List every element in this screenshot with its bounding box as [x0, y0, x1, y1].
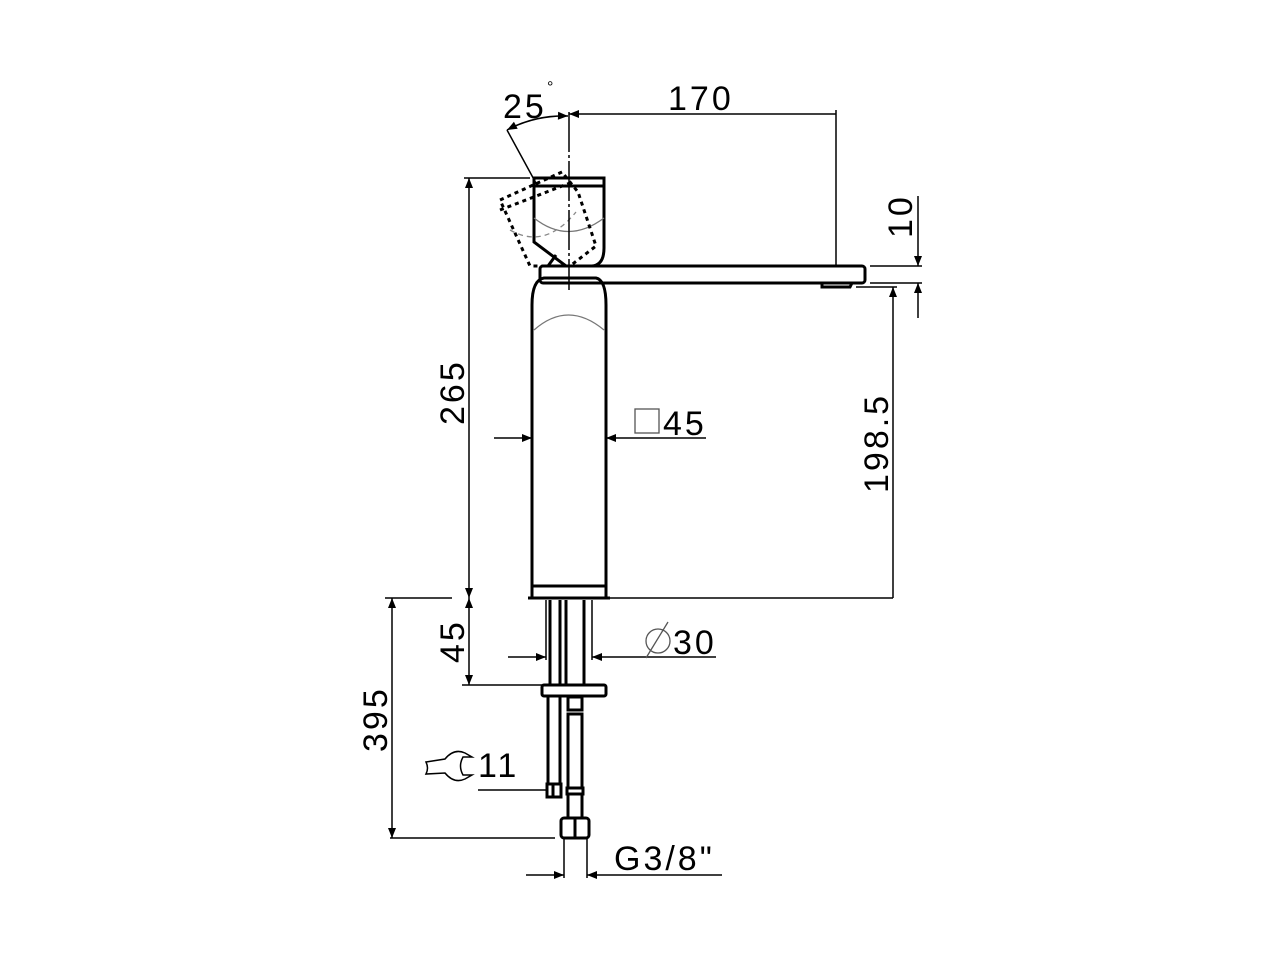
- thickness-label: 10: [882, 194, 920, 238]
- shank-depth-label: 45: [434, 619, 472, 663]
- dim-wrench-size: 11: [424, 747, 547, 791]
- diameter-icon: [645, 621, 671, 659]
- dim-spout-thickness: 10: [870, 194, 922, 318]
- dim-body-square: 45: [494, 405, 707, 443]
- square-icon: [634, 408, 660, 434]
- square-label: 45: [663, 405, 707, 443]
- angle-label: 25: [503, 88, 547, 126]
- reach-label: 170: [668, 80, 734, 118]
- wrench-label: 11: [478, 747, 519, 785]
- dim-total-height: 265: [434, 177, 530, 598]
- dim-shank-depth: 45: [434, 598, 542, 686]
- wrench-icon: [424, 750, 475, 782]
- dim-lever-angle: 25 °: [503, 79, 569, 186]
- height-label: 265: [434, 359, 472, 425]
- dim-shank-diameter: 30: [508, 621, 717, 662]
- shank-assembly: [540, 600, 608, 878]
- dim-connection-thread: G3/8": [526, 840, 722, 879]
- dim-spout-height: 198.5: [610, 286, 897, 599]
- thread-label: G3/8": [614, 840, 715, 878]
- spout-height-label: 198.5: [858, 393, 896, 493]
- diameter-label: 30: [673, 624, 717, 662]
- below-height-label: 395: [357, 686, 395, 752]
- degree-symbol: °: [547, 79, 556, 96]
- faucet-body: [498, 112, 867, 600]
- dim-spout-reach: 170: [569, 80, 837, 266]
- dim-total-below: 395: [357, 597, 555, 839]
